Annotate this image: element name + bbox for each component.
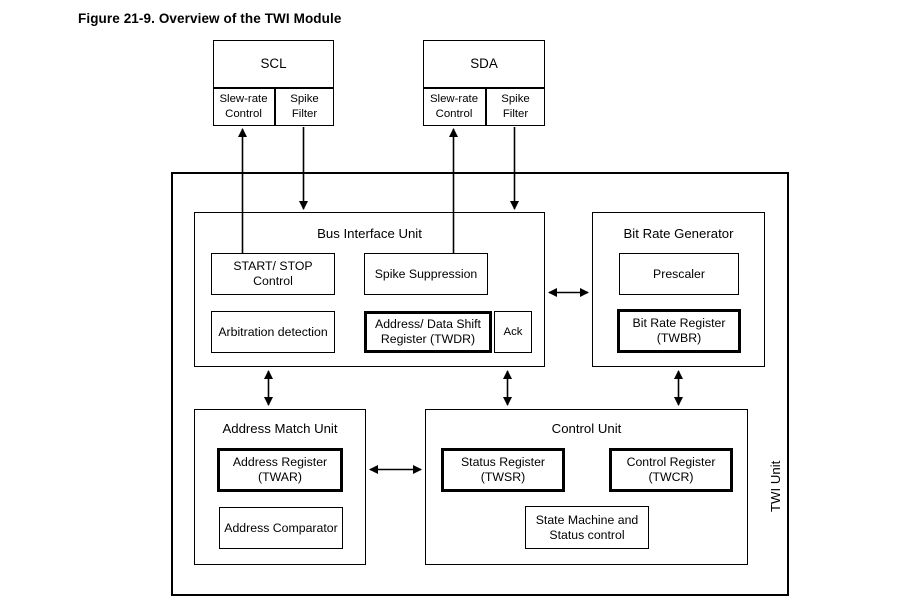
bus-interface-unit-title: Bus Interface Unit [317, 226, 422, 241]
block-start-stop-control [211, 253, 335, 295]
block-address-comparator-label: Address Comparator [224, 520, 338, 535]
bit-rate-generator-title: Bit Rate Generator [623, 226, 734, 241]
pin-block-scl-title: SCL [260, 56, 287, 71]
scl-slew-rate-control-label: Slew-rate Control [219, 93, 268, 120]
pin-block-sda [423, 40, 545, 126]
block-state-machine [525, 506, 649, 549]
block-arbitration-detection [211, 311, 335, 353]
block-spike-suppression [364, 253, 488, 295]
block-arbitration-detection-label: Arbitration detection [218, 324, 328, 339]
block-address-comparator [219, 507, 343, 549]
twi-unit-label: TWI Unit [768, 460, 783, 512]
pin-block-sda-title: SDA [470, 56, 498, 71]
block-twar-register [217, 448, 343, 492]
pin-block-sda-divider [423, 87, 545, 89]
scl-spike-filter-label: Spike Filter [290, 93, 319, 120]
block-twcr-register-label: Control Register (TWCR) [626, 455, 716, 484]
pin-block-scl-divider [213, 87, 334, 89]
sda-slew-rate-control-label: Slew-rate Control [429, 93, 479, 120]
pin-block-scl-sub-divider [274, 87, 276, 126]
block-prescaler [619, 253, 739, 295]
pin-block-scl [213, 40, 334, 126]
pin-block-sda-sub-divider [485, 87, 487, 126]
block-twar-register-label: Address Register (TWAR) [232, 455, 328, 484]
block-state-machine-label: State Machine and Status control [535, 512, 639, 542]
block-twsr-register-label: Status Register (TWSR) [460, 455, 546, 484]
block-ack-label: Ack [503, 325, 523, 338]
address-match-unit-title: Address Match Unit [222, 421, 338, 436]
block-twbr-register-label: Bit Rate Register (TWBR) [632, 316, 726, 345]
figure-caption: Figure 21-9. Overview of the TWI Module [78, 11, 342, 26]
block-spike-suppression-label: Spike Suppression [374, 266, 478, 281]
block-twdr-register [364, 311, 492, 353]
block-start-stop-control-label: START/ STOP Control [233, 259, 313, 288]
sda-spike-filter-label: Spike Filter [501, 93, 530, 120]
block-twbr-register [617, 309, 741, 353]
block-ack [494, 311, 532, 353]
control-unit-title: Control Unit [551, 421, 622, 436]
block-twsr-register [441, 448, 565, 492]
block-twcr-register [609, 448, 733, 492]
block-twdr-register-label: Address/ Data Shift Register (TWDR) [375, 317, 481, 346]
block-prescaler-label: Prescaler [653, 266, 705, 281]
